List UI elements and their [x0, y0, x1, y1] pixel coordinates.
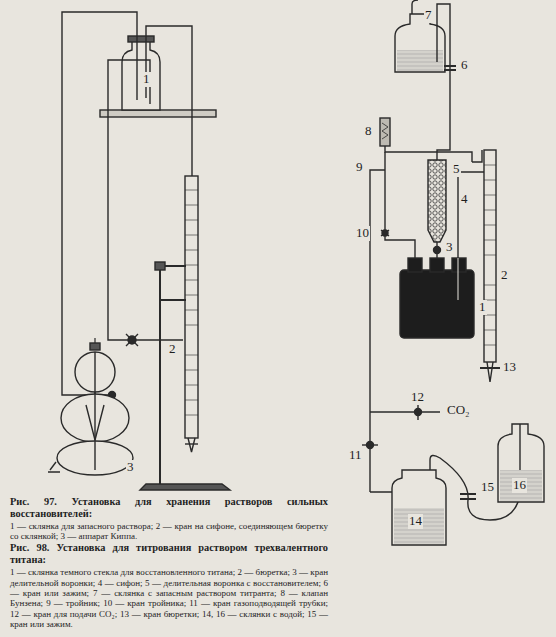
burette-stopcock	[185, 443, 198, 444]
kipp-tube	[94, 338, 95, 470]
reducing-funnel	[428, 160, 446, 242]
callout-number: 1	[478, 300, 487, 315]
figure-caption: Рис. 98. Установка для титрования раство…	[10, 542, 328, 566]
neck	[452, 258, 466, 272]
water	[394, 508, 444, 544]
stand-base	[140, 484, 230, 490]
shelf	[100, 110, 216, 117]
callout-number: 2	[500, 268, 509, 283]
stopcock	[126, 334, 138, 346]
figure-caption: Рис. 97. Установка для хранения растворо…	[10, 496, 328, 520]
callout-number: 3	[126, 460, 135, 475]
burette-tip	[487, 362, 493, 382]
tube	[519, 424, 520, 470]
callout-number: CO₂	[446, 403, 471, 418]
neck	[430, 258, 444, 272]
clamp	[155, 262, 165, 270]
callout-number: 15	[480, 480, 495, 495]
callout-number: 4	[460, 192, 469, 207]
tee-stopcock	[382, 230, 388, 236]
scale-marks	[185, 190, 198, 415]
callout-number: 8	[364, 124, 373, 139]
caption-legend: 1 — склянка для запасного раствора; 2 — …	[10, 521, 328, 542]
kipp-outlet	[48, 462, 60, 472]
callout-number: 1	[142, 72, 151, 87]
burette	[185, 176, 198, 438]
burette-tip	[188, 438, 195, 452]
kipp-cone	[86, 405, 104, 440]
callout-number: 3	[445, 240, 454, 255]
stopper	[90, 343, 100, 350]
gas-stopcock	[362, 444, 378, 445]
co2-stopcock	[417, 404, 418, 420]
burette-stopcock	[480, 367, 500, 369]
callout-number: 9	[355, 160, 364, 175]
callout-number: 10	[355, 226, 370, 241]
gas-tube	[472, 150, 482, 162]
callout-number: 11	[348, 448, 363, 463]
clamp	[160, 266, 186, 300]
siphon-inside	[458, 258, 459, 300]
clamp	[444, 66, 456, 70]
tube	[412, 0, 437, 62]
co2-tube	[370, 411, 440, 412]
clamp	[460, 494, 476, 499]
stopper	[128, 36, 154, 42]
callout-number: 14	[408, 514, 423, 529]
callout-number: 5	[452, 162, 461, 177]
callout-number: 6	[460, 58, 469, 73]
siphon-tube	[108, 60, 183, 340]
kipp-tube	[94, 352, 95, 470]
burette	[484, 150, 496, 362]
gas-tube	[62, 12, 137, 395]
scale-marks	[484, 165, 496, 345]
tee-tube	[385, 152, 415, 262]
liquid	[397, 50, 443, 71]
water-bottle	[392, 470, 446, 545]
reservoir-bottle	[122, 40, 160, 110]
stand-rod	[159, 262, 161, 488]
callout-number: 13	[502, 360, 517, 375]
callout-number: 12	[410, 390, 425, 405]
feed-tube	[437, 4, 450, 160]
water	[500, 470, 542, 501]
callout-number: 7	[424, 8, 433, 23]
callout-number: 16	[512, 478, 527, 493]
dark-bottle	[400, 270, 474, 338]
gas-tube	[146, 26, 192, 176]
bunsen-valve	[380, 118, 390, 146]
tee-stopcock	[381, 230, 389, 236]
water-bottle	[498, 424, 544, 502]
valve-slit	[382, 123, 388, 139]
neck	[408, 258, 422, 272]
caption-legend: 1 — склянка темного стекла для восстанов…	[10, 567, 328, 629]
figure-98	[362, 0, 544, 545]
stopcock	[128, 336, 136, 344]
callout-number: 2	[168, 342, 177, 357]
funnel-stopcock	[434, 247, 441, 254]
figure-97	[48, 12, 230, 490]
